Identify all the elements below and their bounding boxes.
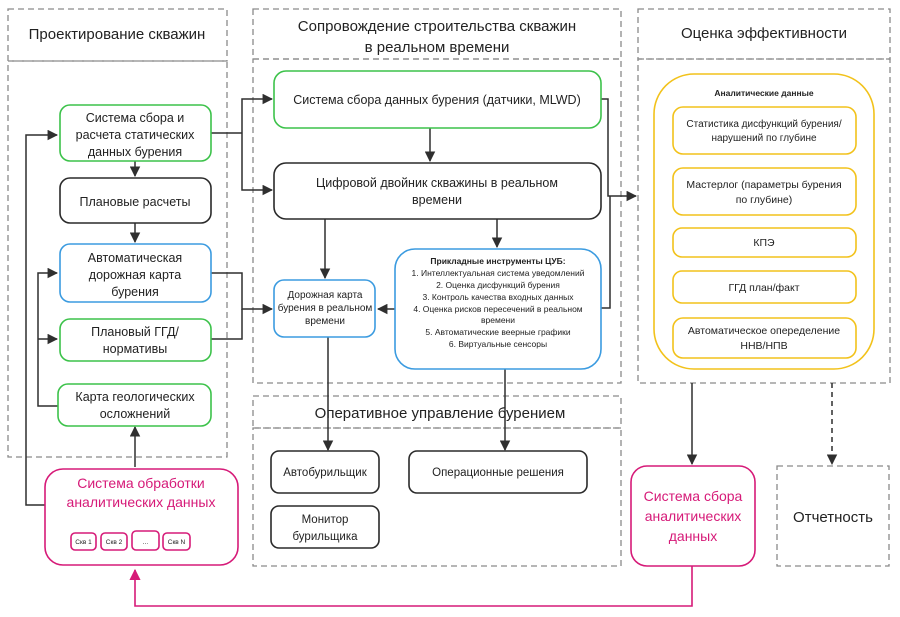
- tools-item: 6. Виртуальные сенсоры: [449, 339, 547, 349]
- support-section-title-line2: в реальном времени: [365, 39, 510, 56]
- box-label: нормативы: [103, 342, 167, 356]
- item-label: нарушений по глубине: [711, 132, 817, 144]
- operational-section: Оперативное управление бурением: [252, 395, 622, 567]
- efficiency-section: Оценка эффективности: [637, 8, 891, 384]
- box-label: времени: [305, 316, 345, 327]
- analytics-item[interactable]: Статистика дисфункций бурения/ нарушений…: [672, 106, 857, 155]
- reporting-label: Отчетность: [793, 509, 873, 526]
- box-label: осложнений: [100, 407, 171, 421]
- item-label: Мастерлог (параметры бурения: [686, 179, 841, 191]
- analytics-data-container[interactable]: Аналитические данные Статистика дисфункц…: [653, 73, 875, 370]
- box-label: данных: [669, 528, 717, 544]
- analytics-item[interactable]: Автоматическое опеределение ННВ/НПВ: [672, 317, 857, 359]
- box-label: Автобурильщик: [283, 467, 367, 479]
- box-label: Система сбора и: [86, 111, 185, 125]
- design-box-auto-roadmap[interactable]: Автоматическая дорожная карта бурения: [59, 243, 212, 303]
- arrow-sensors-to-efficiency: [601, 98, 638, 202]
- box-label: бурения: [111, 285, 159, 299]
- well-chip[interactable]: Скв 1: [70, 532, 97, 551]
- box-label: дорожная карта: [89, 268, 181, 282]
- box-label: бурильщика: [292, 531, 358, 543]
- box-label: бурения в реальном: [278, 302, 373, 314]
- box-label: данных бурения: [88, 145, 182, 159]
- digital-twin[interactable]: Цифровой двойник скважины в реальном вре…: [273, 162, 602, 220]
- support-section-title-line1: Сопровождение строительства скважин: [298, 18, 576, 35]
- tools-item: времени: [481, 315, 515, 325]
- sensors-data-system[interactable]: Система сбора данных бурения (датчики, M…: [273, 70, 602, 129]
- connectors: [25, 93, 838, 607]
- box-label: Плановые расчеты: [80, 195, 191, 209]
- box-label: Монитор: [302, 514, 349, 526]
- tools-title: Прикладные инструменты ЦУБ:: [430, 256, 565, 266]
- chip-label: Скв 2: [106, 539, 123, 546]
- design-section-title: Проектирование скважин: [29, 26, 206, 43]
- design-box-static-data[interactable]: Система сбора и расчета статических данн…: [59, 104, 212, 162]
- item-label: Автоматическое опеределение: [688, 325, 840, 337]
- item-label: КПЭ: [753, 237, 775, 249]
- arrow-static-to-sensors: [241, 93, 274, 133]
- rt-roadmap[interactable]: Дорожная карта бурения в реальном времен…: [273, 279, 376, 338]
- box-label: Система обработки: [77, 475, 205, 491]
- analytics-collection-system[interactable]: Система сбора аналитических данных: [630, 465, 756, 567]
- support-section: Сопровождение строительства скважин в ре…: [252, 8, 622, 384]
- analytics-item[interactable]: Мастерлог (параметры бурения по глубине): [672, 167, 857, 216]
- item-label: Статистика дисфункций бурения/: [686, 118, 841, 130]
- tools-item: 5. Автоматические веерные графики: [425, 327, 570, 337]
- box-label: Карта геологических: [75, 390, 195, 404]
- tools-item: 3. Контроль качества входных данных: [422, 292, 574, 302]
- well-chip[interactable]: ...: [131, 530, 160, 551]
- analytics-processing-system[interactable]: Система обработки аналитических данных С…: [44, 468, 239, 566]
- chip-label: Скв 1: [75, 539, 92, 546]
- well-chip[interactable]: Скв N: [162, 532, 191, 551]
- arrow-collection-to-processing: [129, 566, 693, 607]
- chip-label: ...: [143, 539, 149, 546]
- operational-section-title: Оперативное управление бурением: [315, 405, 566, 422]
- analytics-item[interactable]: КПЭ: [672, 227, 857, 258]
- tools-item: 2. Оценка дисфункций бурения: [436, 280, 560, 290]
- efficiency-section-title: Оценка эффективности: [681, 25, 847, 42]
- driller-monitor-box[interactable]: Монитор бурильщика: [270, 505, 380, 549]
- wire-tools-to-efficiency: [601, 196, 611, 309]
- arrow-static-to-twin: [241, 133, 274, 196]
- design-box-planned-calc[interactable]: Плановые расчеты: [59, 177, 212, 224]
- analytics-item[interactable]: ГГД план/факт: [672, 270, 857, 304]
- item-label: по глубине): [736, 194, 793, 206]
- box-label: расчета статических: [76, 128, 195, 142]
- box-label: времени: [412, 193, 462, 207]
- arrow-roadmap-to-rt: [211, 272, 274, 315]
- operational-decisions-box[interactable]: Операционные решения: [408, 450, 588, 494]
- chip-label: Скв N: [168, 539, 186, 546]
- design-section: Проектирование скважин: [7, 8, 228, 458]
- box-label: Плановый ГГД/: [91, 325, 179, 339]
- tools-item: 4. Оценка рисков пересечений в реальном: [413, 304, 582, 314]
- tools-box[interactable]: Прикладные инструменты ЦУБ: 1. Интеллект…: [394, 248, 602, 370]
- wire-ggd-to-rt: [211, 309, 243, 340]
- box-label: Дорожная карта: [288, 290, 363, 301]
- box-label: Автоматическая: [88, 251, 182, 265]
- arrow-processing-to-static: [25, 129, 59, 506]
- autodriller-box[interactable]: Автобурильщик: [270, 450, 380, 494]
- box-label: аналитических: [645, 508, 742, 524]
- reporting-section[interactable]: Отчетность: [776, 465, 890, 567]
- box-label: аналитических данных: [67, 494, 216, 510]
- design-box-planned-ggd[interactable]: Плановый ГГД/ нормативы: [59, 318, 212, 362]
- well-chip[interactable]: Скв 2: [100, 532, 128, 551]
- analytics-title: Аналитические данные: [714, 88, 814, 98]
- box-label: Система сбора данных бурения (датчики, M…: [293, 93, 581, 107]
- box-label: Цифровой двойник скважины в реальном: [316, 176, 558, 190]
- box-label: Система сбора: [644, 488, 743, 504]
- tools-item: 1. Интеллектуальная система уведомлений: [412, 268, 585, 278]
- design-box-geo-map[interactable]: Карта геологических осложнений: [57, 383, 212, 427]
- box-label: Операционные решения: [432, 467, 564, 479]
- item-label: ГГД план/факт: [728, 282, 799, 294]
- item-label: ННВ/НПВ: [740, 340, 787, 352]
